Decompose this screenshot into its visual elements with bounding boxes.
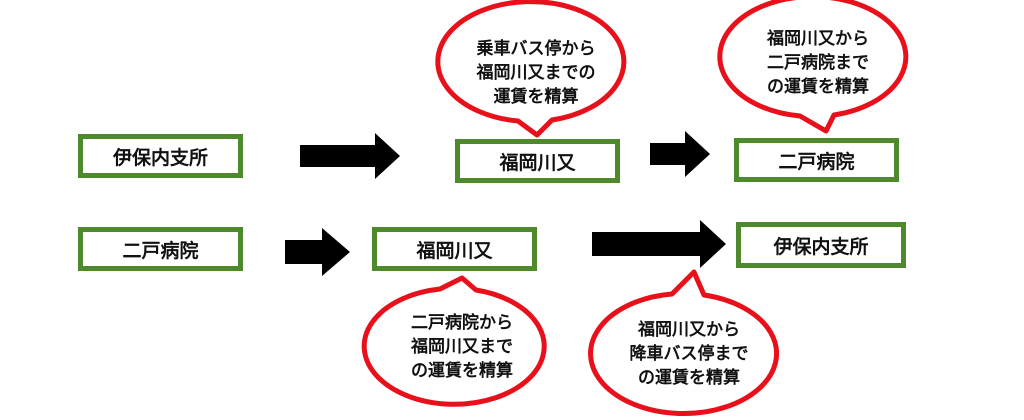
speech-bubble-icon <box>361 275 547 407</box>
bubble-line: 運賃を精算 <box>493 87 579 107</box>
bubble-line: 福岡川又まで <box>411 337 513 357</box>
right-arrow-icon <box>300 133 400 179</box>
speech-bubble-icon <box>435 0 627 138</box>
speech-bubble-icon <box>717 0 909 134</box>
bubble-line: 二戸病院まで <box>767 53 869 73</box>
right-arrow-icon <box>592 220 726 268</box>
bubble-line: 降車バス停まで <box>629 344 749 364</box>
right-arrow-icon <box>285 228 350 276</box>
fare-note-bubble: 乗車バス停から 福岡川又までの 運賃を精算 <box>444 24 628 122</box>
fare-note-bubble: 二戸病院から 福岡川又まで の運賃を精算 <box>372 298 552 396</box>
bubble-line: 二戸病院から <box>411 313 513 333</box>
fare-note-bubble: 福岡川又から 降車バス停まで の運賃を精算 <box>596 304 782 404</box>
bubble-line: の運賃を精算 <box>638 368 740 388</box>
bubble-line: の運賃を精算 <box>767 77 869 97</box>
stop-box-transfer: 福岡川又 <box>372 227 537 271</box>
bubble-line: 福岡川又までの <box>476 63 596 83</box>
right-arrow-icon <box>650 131 710 177</box>
fare-note-bubble: 福岡川又から 二戸病院まで の運賃を精算 <box>726 14 910 112</box>
stop-box-start: 伊保内支所 <box>78 134 243 178</box>
stop-box-start: 二戸病院 <box>78 227 243 271</box>
speech-bubble-icon <box>588 269 780 417</box>
bubble-line: 乗車バス停から <box>476 39 596 59</box>
bubble-line: 福岡川又から <box>767 29 869 49</box>
stop-box-end: 伊保内支所 <box>736 222 906 268</box>
stop-box-transfer: 福岡川又 <box>455 139 620 183</box>
bubble-line: 福岡川又から <box>638 320 740 340</box>
stop-box-end: 二戸病院 <box>734 138 899 182</box>
bubble-line: の運賃を精算 <box>411 361 513 381</box>
